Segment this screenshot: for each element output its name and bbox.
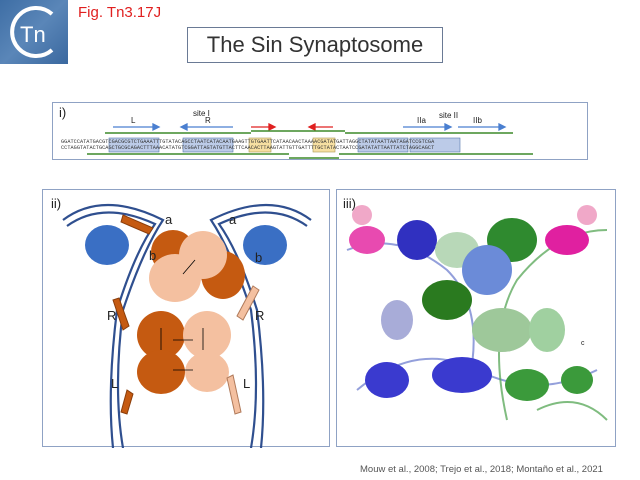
b-label-right: b [255, 250, 263, 265]
page-title: The Sin Synaptosome [187, 27, 443, 63]
svg-text:Tn: Tn [20, 22, 46, 47]
l-label-left: L [111, 376, 119, 391]
panel-label: iii) [343, 196, 356, 211]
panel-ii-schematic: ii) a a b b R R L L [42, 189, 330, 448]
r-label-right: R [255, 308, 265, 323]
site-i-label: site I [193, 109, 210, 118]
r-label: R [205, 116, 211, 125]
r-label-left: R [107, 308, 117, 323]
panel-label: i) [59, 105, 67, 120]
top-strand: GGATCCATATGACGTCGACGCGTCTGAAATTTGTATACAG… [61, 139, 435, 145]
site-arrows [87, 122, 533, 159]
a-label-right: a [229, 212, 237, 227]
a-label-left: a [165, 212, 173, 227]
structure-render [346, 205, 608, 421]
logo-c-icon: Tn [10, 6, 54, 58]
site-ii-label: site II [439, 111, 459, 120]
panel-i-sequence: i) site I L R site II IIa IIb GGATCCATAT… [52, 102, 588, 160]
panel-label: ii) [51, 196, 62, 211]
panel-iii-structure: iii) c [336, 189, 616, 447]
iia-label: IIa [417, 116, 426, 125]
bottom-strand: CCTAGGTATACTGCAGCTGCGCAGACTTTAAACATATGTC… [61, 145, 435, 151]
figure-label: Fig. Tn3.17J [78, 4, 162, 21]
citation: Mouw et al., 2008; Trejo et al., 2018; M… [360, 464, 603, 475]
dna-binding-domain [243, 225, 287, 265]
l-label-right: L [243, 376, 251, 391]
c-label: c [581, 340, 585, 347]
b-label-left: b [149, 248, 157, 263]
synaptosome-schematic [62, 204, 312, 448]
tn-logo: Tn [0, 0, 68, 64]
dna-binding-domain [85, 225, 129, 265]
l-label: L [131, 116, 136, 125]
iib-label: IIb [473, 116, 482, 125]
